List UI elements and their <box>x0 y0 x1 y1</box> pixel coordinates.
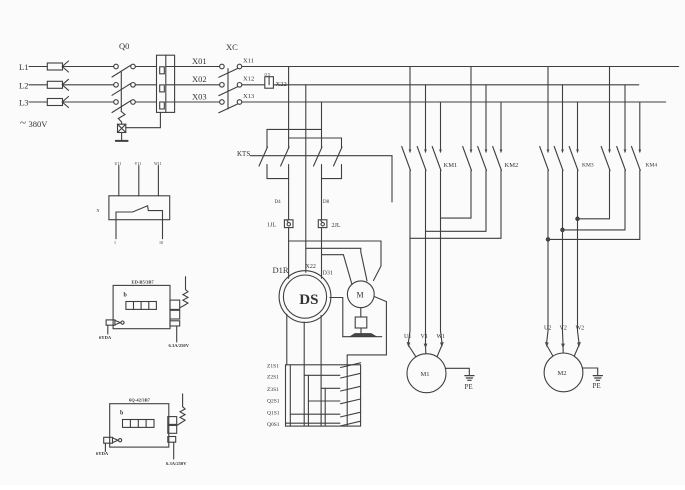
svg-text:b: b <box>124 293 128 299</box>
svg-text:X12: X12 <box>243 76 254 83</box>
svg-text:KM3: KM3 <box>582 163 594 169</box>
svg-text:X22: X22 <box>306 264 316 270</box>
svg-text:D4: D4 <box>275 200 282 205</box>
svg-text:KTS: KTS <box>237 150 250 158</box>
svg-text:U2: U2 <box>544 326 551 332</box>
svg-text:L1: L1 <box>19 62 28 72</box>
svg-text:1: 1 <box>114 240 116 245</box>
svg-text:L2: L2 <box>19 80 28 90</box>
svg-text:10: 10 <box>159 240 163 245</box>
svg-text:380V: 380V <box>29 119 49 129</box>
svg-text:M2: M2 <box>558 370 567 377</box>
svg-text:Z3S1: Z3S1 <box>267 387 279 393</box>
svg-text:6.3A/250V: 6.3A/250V <box>169 343 190 348</box>
svg-text:6YDA: 6YDA <box>96 451 109 456</box>
svg-text:Q0: Q0 <box>119 41 129 51</box>
svg-text:D1R: D1R <box>273 265 289 275</box>
svg-text:W1: W1 <box>437 334 446 340</box>
svg-text:Z1S1: Z1S1 <box>267 363 279 369</box>
svg-text:XC: XC <box>226 42 238 52</box>
svg-text:X11: X11 <box>243 58 254 65</box>
svg-text:Q0S1: Q0S1 <box>267 422 280 428</box>
svg-text:KM2: KM2 <box>505 162 519 169</box>
svg-text:KM4: KM4 <box>646 163 658 169</box>
svg-text:X22: X22 <box>276 81 287 88</box>
svg-text:6.3A/250V: 6.3A/250V <box>166 461 187 466</box>
svg-text:N: N <box>97 208 100 213</box>
svg-text:Z2S1: Z2S1 <box>267 375 279 381</box>
svg-text:U1: U1 <box>404 334 411 340</box>
svg-text:V1: V1 <box>421 334 428 340</box>
svg-text:X01: X01 <box>192 56 207 66</box>
svg-text:0.5: 0.5 <box>265 72 271 77</box>
svg-text:V2: V2 <box>560 326 567 332</box>
svg-text:~: ~ <box>20 117 26 129</box>
svg-text:X03: X03 <box>192 92 207 102</box>
svg-text:2JL: 2JL <box>332 223 341 229</box>
svg-text:W2: W2 <box>576 326 585 332</box>
svg-text:X13: X13 <box>243 93 254 100</box>
svg-text:U11: U11 <box>115 161 122 166</box>
svg-text:6Q-42/3B7: 6Q-42/3B7 <box>129 398 151 403</box>
svg-text:DS: DS <box>299 292 318 308</box>
svg-text:D31: D31 <box>323 271 333 277</box>
svg-text:6YDA: 6YDA <box>99 335 112 340</box>
svg-text:X02: X02 <box>192 74 207 84</box>
svg-text:L3: L3 <box>19 98 28 108</box>
svg-text:D8: D8 <box>323 200 330 205</box>
svg-text:1JL: 1JL <box>267 223 276 229</box>
svg-text:PE: PE <box>465 383 473 391</box>
svg-text:PE: PE <box>593 382 601 390</box>
svg-text:Q2S1: Q2S1 <box>267 399 280 405</box>
svg-text:M: M <box>357 291 364 300</box>
svg-text:M1: M1 <box>421 371 430 378</box>
svg-text:KM1: KM1 <box>444 162 458 169</box>
svg-text:ED-B5/3B7: ED-B5/3B7 <box>132 280 155 285</box>
svg-text:V11: V11 <box>135 161 142 166</box>
svg-text:Q1S1: Q1S1 <box>267 410 280 416</box>
svg-text:b: b <box>120 411 124 417</box>
svg-text:W11: W11 <box>154 161 162 166</box>
